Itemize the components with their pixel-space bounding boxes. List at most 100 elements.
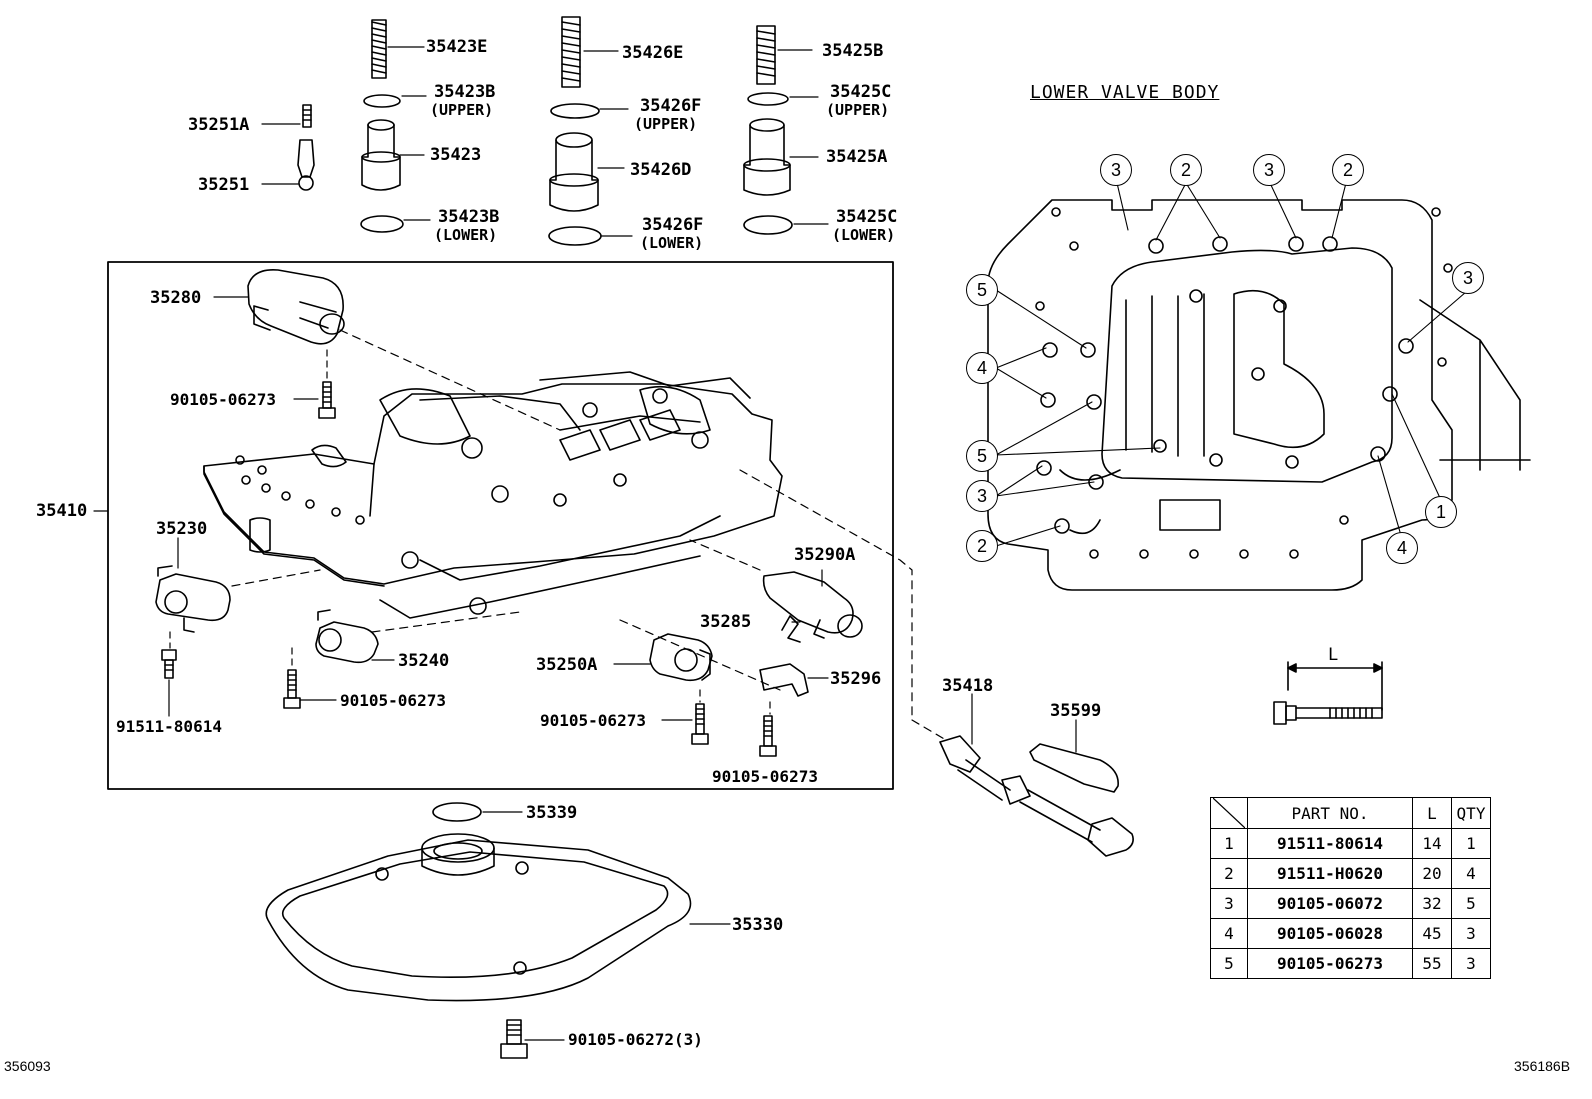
callout-3-top-a: 3	[1100, 154, 1132, 186]
valve-35423-drawing	[361, 119, 401, 191]
row-index: 4	[1210, 918, 1248, 949]
bolt-b-drawing	[283, 669, 301, 709]
label-35425B: 35425B	[822, 41, 884, 61]
lower-valve-body-title: LOWER VALVE BODY	[1030, 82, 1220, 103]
row-length: 14	[1412, 828, 1452, 859]
table-row: 5 90105-06273 55 3	[1210, 948, 1491, 979]
label-35250A: 35250A	[536, 655, 598, 675]
o-ring-35423B-upper	[363, 94, 401, 108]
pin-35251-drawing	[297, 104, 315, 191]
o-ring-35425C-upper	[747, 92, 789, 106]
solenoid-35230-drawing	[155, 565, 231, 633]
label-35425C-upper-note: (UPPER)	[826, 101, 890, 119]
o-ring-35426F-lower	[548, 226, 602, 246]
table-row: 2 91511-H0620 20 4	[1210, 858, 1491, 889]
label-90105-a: 90105-06273	[170, 390, 276, 409]
label-90105-b: 90105-06273	[340, 691, 446, 710]
label-35296: 35296	[830, 669, 882, 689]
callout-2-top-b: 2	[1332, 154, 1364, 186]
label-35410: 35410	[36, 501, 88, 521]
bolt-a-drawing	[318, 381, 336, 419]
bolt-length-table: PART NO. L QTY 1 91511-80614 14 1 2 9151…	[1210, 797, 1491, 979]
solenoid-35240-drawing	[315, 609, 379, 664]
label-90105-e: 90105-06272(3)	[568, 1030, 703, 1049]
diagram-id-right: 356186B	[1514, 1058, 1571, 1074]
callout-4-right: 4	[1386, 532, 1418, 564]
row-length: 45	[1412, 918, 1452, 949]
label-91511: 91511-80614	[116, 717, 222, 736]
bolt-c-drawing	[691, 703, 709, 745]
lower-valve-body-drawing	[987, 199, 1531, 591]
label-35423: 35423	[430, 145, 482, 165]
label-35425C-lower: 35425C	[836, 207, 898, 227]
callout-1-right: 1	[1425, 496, 1457, 528]
drain-bolt-drawing	[500, 1019, 528, 1059]
label-35251A: 35251A	[188, 115, 250, 135]
table-header-row: PART NO. L QTY	[1210, 797, 1491, 829]
label-35423E: 35423E	[426, 37, 488, 57]
assembly-box	[107, 261, 894, 790]
o-ring-35423B-lower	[360, 215, 404, 233]
label-35423B-upper: 35423B	[434, 82, 496, 102]
label-35426E: 35426E	[622, 43, 684, 63]
callout-3-top-b: 3	[1253, 154, 1285, 186]
o-ring-35339	[432, 802, 482, 822]
label-35425C-upper: 35425C	[830, 82, 892, 102]
row-index: 5	[1210, 948, 1248, 979]
table-row: 3 90105-06072 32 5	[1210, 888, 1491, 919]
oil-pan-35330-drawing	[265, 833, 692, 1002]
solenoid-35250A-drawing	[649, 633, 713, 682]
label-35423B-lower: 35423B	[438, 207, 500, 227]
diagram-id-left: 356093	[4, 1058, 51, 1074]
row-part-no: 90105-06072	[1247, 888, 1413, 919]
row-index: 1	[1210, 828, 1248, 859]
label-35230: 35230	[156, 519, 208, 539]
label-35330: 35330	[732, 915, 784, 935]
label-35426F-lower-note: (LOWER)	[640, 234, 704, 252]
row-index: 3	[1210, 888, 1248, 919]
plate-35599-drawing	[1029, 743, 1119, 793]
clip-35285-drawing	[781, 615, 801, 643]
label-35425A: 35425A	[826, 147, 888, 167]
label-35599: 35599	[1050, 701, 1102, 721]
spring-35426E-drawing	[561, 16, 581, 88]
solenoid-35290A-drawing	[762, 571, 863, 639]
row-qty: 3	[1451, 948, 1491, 979]
callout-2-left: 2	[966, 530, 998, 562]
row-length: 55	[1412, 948, 1452, 979]
row-qty: 1	[1451, 828, 1491, 859]
corner-diagonal	[1213, 798, 1245, 828]
label-35425C-lower-note: (LOWER)	[832, 226, 896, 244]
label-35423B-upper-note: (UPPER)	[430, 101, 494, 119]
callout-5-lower: 5	[966, 440, 998, 472]
spring-35423E-drawing	[371, 19, 387, 79]
row-part-no: 90105-06273	[1247, 948, 1413, 979]
valve-35425A-drawing	[743, 118, 791, 196]
row-part-no: 90105-06028	[1247, 918, 1413, 949]
label-35290A: 35290A	[794, 545, 856, 565]
label-35240: 35240	[398, 651, 450, 671]
row-part-no: 91511-H0620	[1247, 858, 1413, 889]
label-35339: 35339	[526, 803, 578, 823]
row-length: 20	[1412, 858, 1452, 889]
pipe-35418-drawing	[939, 735, 1134, 857]
o-ring-35425C-lower	[743, 215, 793, 235]
callout-2-top-a: 2	[1170, 154, 1202, 186]
valve-35426D-drawing	[549, 132, 599, 212]
callout-3-right: 3	[1452, 262, 1484, 294]
dimension-L-label: L	[1328, 645, 1339, 665]
label-35426F-upper: 35426F	[640, 96, 702, 116]
header-L: L	[1412, 797, 1452, 829]
callout-5-upper: 5	[966, 274, 998, 306]
row-part-no: 91511-80614	[1247, 828, 1413, 859]
row-qty: 3	[1451, 918, 1491, 949]
label-35426F-lower: 35426F	[642, 215, 704, 235]
spring-35425B-drawing	[756, 25, 776, 85]
row-length: 32	[1412, 888, 1452, 919]
table-row: 4 90105-06028 45 3	[1210, 918, 1491, 949]
label-90105-d: 90105-06273	[712, 767, 818, 786]
bracket-35296-drawing	[759, 663, 809, 697]
label-35418: 35418	[942, 676, 994, 696]
